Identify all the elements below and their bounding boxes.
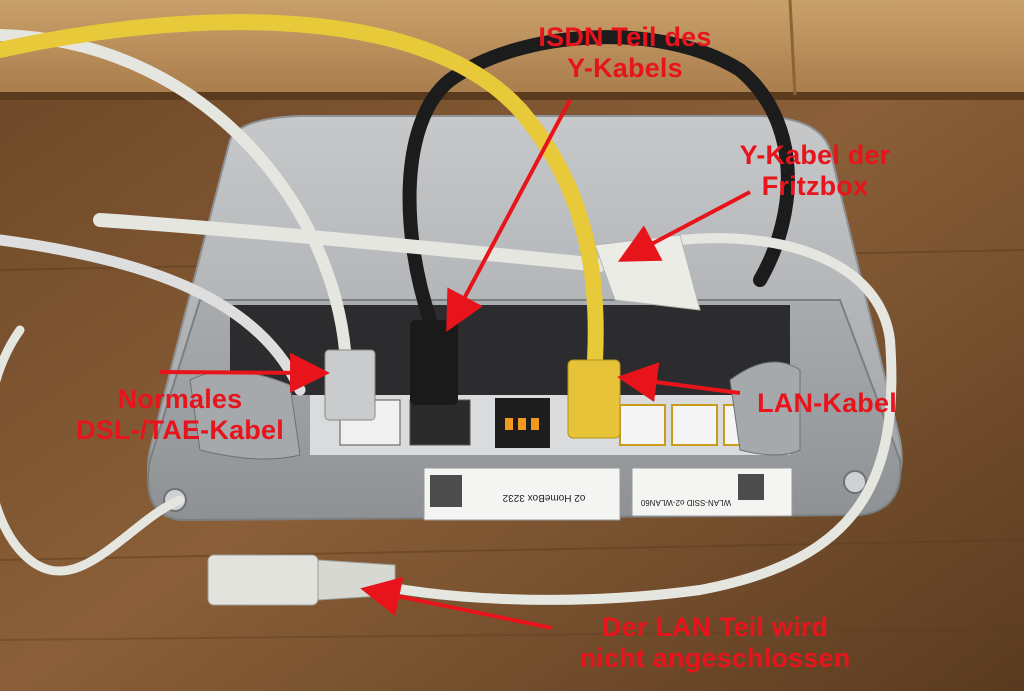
yellow-lan-cable <box>0 14 604 368</box>
port-recess <box>230 305 790 395</box>
lan-port-3 <box>671 404 718 446</box>
label-isdn: ISDN Teil des Y-Kabels <box>520 22 730 84</box>
label-lan-part-line-2: nicht angeschlossen <box>579 643 851 673</box>
yellow-lan-plug <box>567 359 621 439</box>
label-lan-part-line-1: Der LAN Teil wird <box>601 612 829 642</box>
label-isdn-line-1: ISDN Teil des <box>538 22 712 52</box>
label-ykabel: Y-Kabel der Fritzbox <box>720 140 910 202</box>
wlan-sticker-text: WLAN-SSID o2-WLAN60 <box>640 498 732 507</box>
white-cable-2 <box>0 234 306 396</box>
white-lan-cable <box>375 233 897 605</box>
black-isdn-cable <box>402 30 795 327</box>
lan-port-2 <box>619 404 666 446</box>
label-isdn-line-2: Y-Kabels <box>567 53 683 83</box>
floor-grain <box>0 539 1024 561</box>
model-sticker-text: o2 HomeBox 3232 <box>502 492 586 503</box>
label-dsl-line-1: Normales <box>117 384 243 414</box>
qr-code <box>738 474 764 500</box>
arrow-dsl <box>159 352 330 393</box>
press-clip-right <box>729 361 801 456</box>
floor-grain <box>0 629 1024 641</box>
router-foot <box>843 470 867 494</box>
arrow-lan-part <box>360 576 553 630</box>
white-cable-loop <box>0 325 185 576</box>
isdn-port <box>409 399 471 446</box>
arrow-lan <box>617 362 741 402</box>
wlan-sticker <box>631 467 793 517</box>
label-lan-part: Der LAN Teil wird nicht angeschlossen <box>565 612 865 674</box>
black-isdn-plug <box>410 320 458 405</box>
annotation-arrows <box>159 99 751 630</box>
label-lan: LAN-Kabel <box>742 388 912 419</box>
loose-lan-plug <box>207 554 319 606</box>
dsl-plug <box>324 349 376 421</box>
white-cable <box>93 213 607 272</box>
label-lan-line-1: LAN-Kabel <box>757 388 897 418</box>
label-ykabel-line-1: Y-Kabel der <box>739 140 891 170</box>
dsl-cable <box>0 29 351 356</box>
qr-code <box>430 475 462 507</box>
wall-seam <box>788 0 797 96</box>
label-dsl-line-2: DSL-/TAE-Kabel <box>76 415 284 445</box>
arrow-ykabel <box>617 190 751 262</box>
label-ykabel-line-2: Fritzbox <box>761 171 869 201</box>
arrow-isdn <box>446 99 572 333</box>
label-dsl: Normales DSL-/TAE-Kabel <box>50 384 310 446</box>
